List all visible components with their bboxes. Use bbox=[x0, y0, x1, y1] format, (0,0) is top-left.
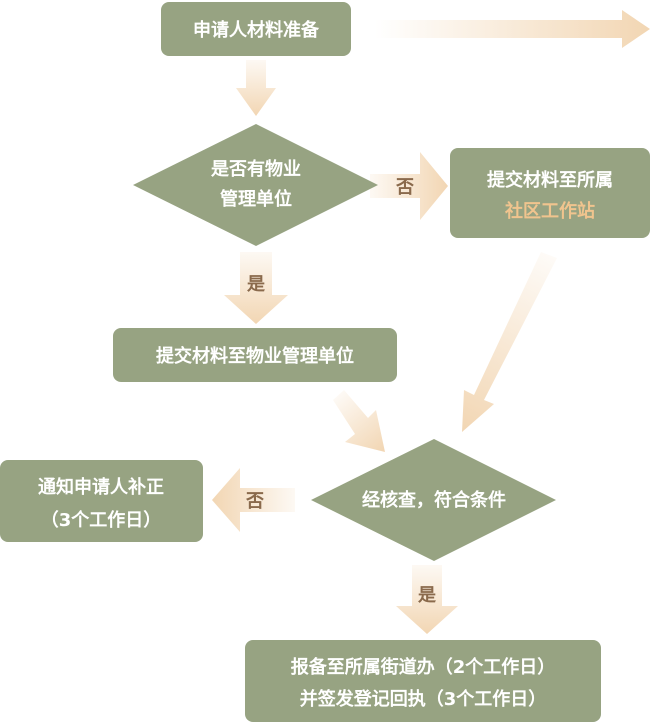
edge-label-property-no: 否 bbox=[395, 177, 414, 198]
submit-property-node bbox=[113, 328, 397, 382]
decision-property-line1: 是否有物业 bbox=[210, 158, 301, 180]
edge-label-property-yes: 是 bbox=[246, 274, 265, 295]
notify-correction-node bbox=[0, 460, 203, 542]
decision-review-node bbox=[311, 439, 556, 561]
notify-correction-line2: （3个工作日） bbox=[41, 509, 162, 531]
final-line1: 报备至所属街道办（2个工作日） bbox=[291, 656, 556, 678]
arrow-property-to-review bbox=[333, 390, 385, 452]
arrow-review-yes bbox=[396, 565, 458, 634]
decision-property-node bbox=[133, 124, 378, 246]
arrow-community-to-review bbox=[462, 252, 557, 432]
submit-community-node bbox=[450, 148, 650, 238]
edge-label-review-no: 否 bbox=[245, 491, 264, 512]
submit-community-line1: 提交材料至所属 bbox=[487, 169, 613, 191]
notify-correction-line1: 通知申请人补正 bbox=[38, 476, 164, 498]
arrow-start-down bbox=[236, 60, 276, 116]
arrow-property-yes bbox=[224, 252, 288, 324]
final-line2: 并签发登记回执（3个工作日） bbox=[300, 688, 547, 710]
decision-property-line2: 管理单位 bbox=[220, 188, 292, 210]
start-node bbox=[161, 2, 351, 56]
arrow-property-no bbox=[370, 152, 448, 220]
edge-label-review-yes: 是 bbox=[417, 585, 436, 606]
submit-property-label: 提交材料至物业管理单位 bbox=[156, 345, 354, 367]
start-node-label: 申请人材料准备 bbox=[193, 19, 320, 41]
decision-review-label: 经核查，符合条件 bbox=[362, 489, 506, 511]
arrow-start-right bbox=[375, 10, 650, 48]
submit-community-line2: 社区工作站 bbox=[505, 200, 595, 222]
final-node bbox=[245, 640, 601, 722]
arrow-review-no bbox=[212, 468, 295, 532]
